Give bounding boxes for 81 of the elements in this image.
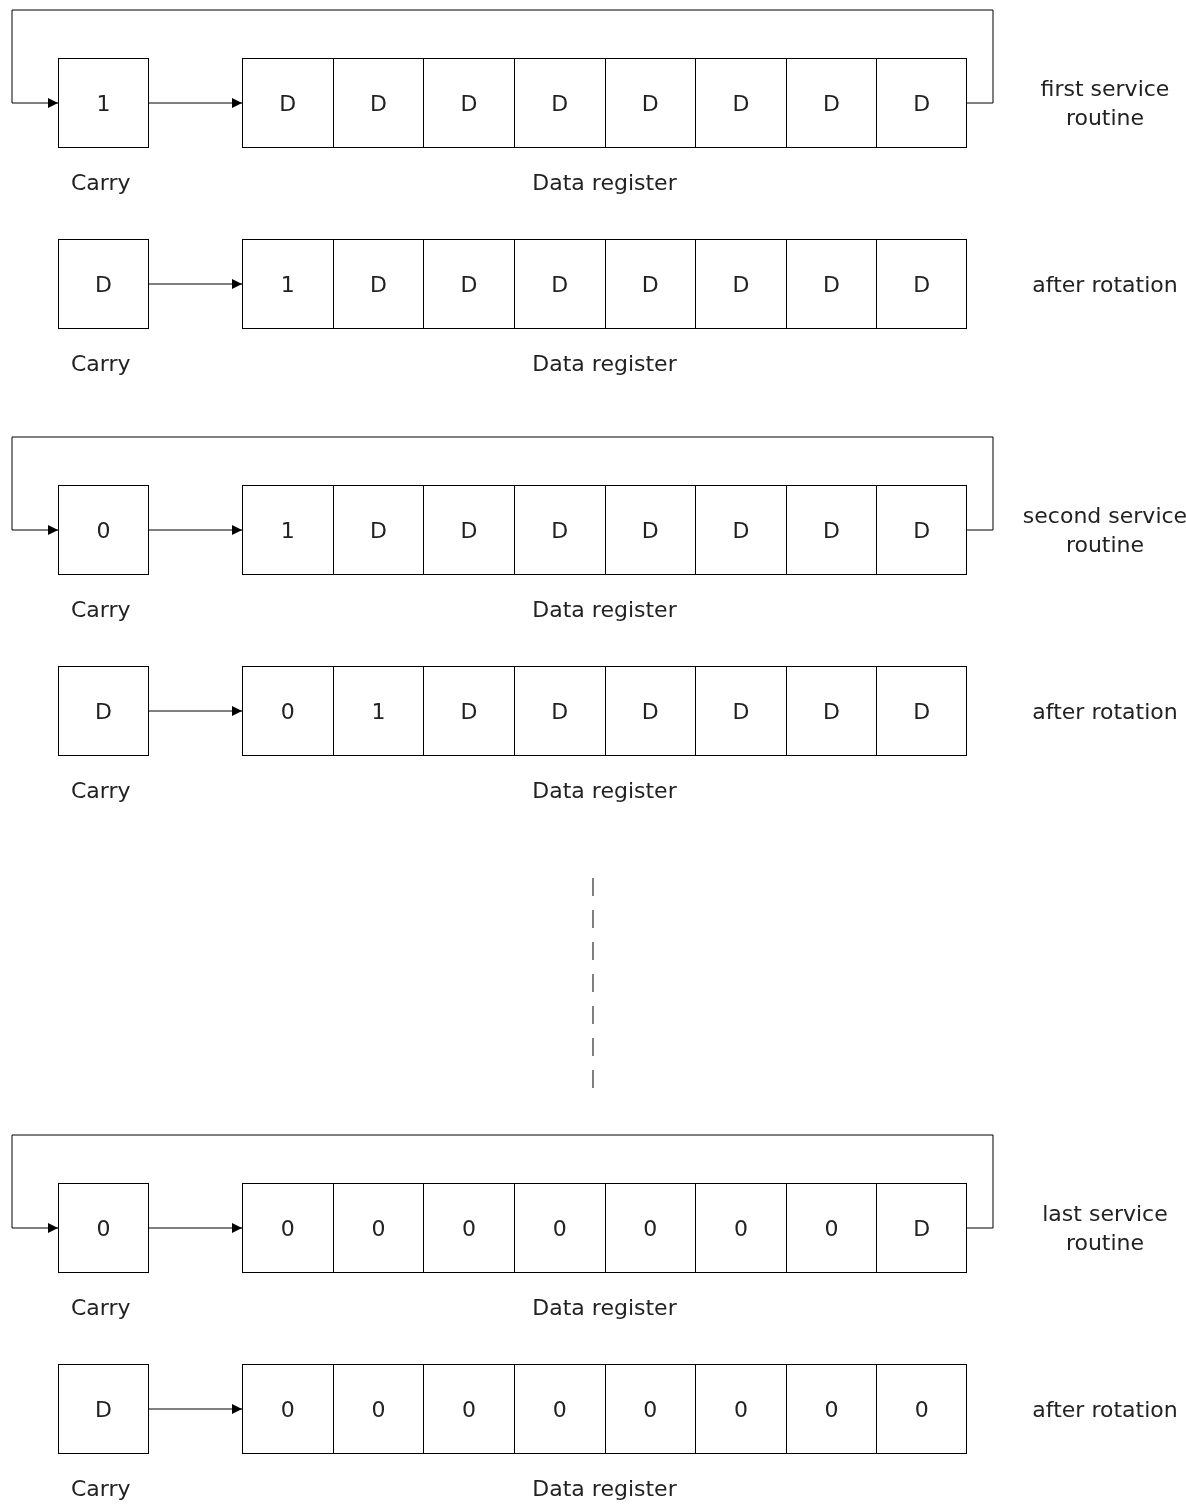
register-caption: Data register xyxy=(532,1295,677,1320)
register-caption: Data register xyxy=(532,778,677,803)
bit-cell: D xyxy=(695,485,787,575)
arrow xyxy=(11,436,994,535)
state-label: second service routine xyxy=(1021,502,1186,559)
bit-cell: D xyxy=(695,239,787,329)
register-caption: Carry xyxy=(71,1476,131,1501)
bit-cell: 0 xyxy=(242,1364,334,1454)
arrow xyxy=(148,1223,243,1233)
state-label: after rotation xyxy=(1031,1395,1179,1424)
carry-cell: D xyxy=(58,666,149,756)
register-caption: Carry xyxy=(71,597,131,622)
bit-cell: 0 xyxy=(604,1183,697,1273)
bit-cell: 0 xyxy=(695,1183,787,1273)
bit-cell: 1 xyxy=(332,666,425,756)
bit-cell: D xyxy=(423,58,515,148)
bit-cell: 0 xyxy=(423,1364,515,1454)
register-caption: Data register xyxy=(532,170,677,195)
bit-cell: D xyxy=(513,239,606,329)
carry-cell: D xyxy=(58,239,149,329)
carry-cell: 0 xyxy=(58,1183,149,1273)
bit-cell: 1 xyxy=(242,239,334,329)
register-caption: Data register xyxy=(532,351,677,376)
bit-cell: 1 xyxy=(242,485,334,575)
arrow xyxy=(148,525,243,535)
bit-cell: 0 xyxy=(513,1364,606,1454)
bit-cell: 0 xyxy=(332,1183,425,1273)
arrow xyxy=(148,706,243,716)
bit-cell: D xyxy=(332,485,425,575)
bit-cell: D xyxy=(332,239,425,329)
bit-cell: D xyxy=(423,239,515,329)
bit-cell: 0 xyxy=(785,1183,878,1273)
bit-cell: D xyxy=(876,1183,967,1273)
bit-cell: D xyxy=(513,58,606,148)
register-caption: Carry xyxy=(71,1295,131,1320)
bit-cell: 0 xyxy=(242,1183,334,1273)
bit-cell: D xyxy=(604,485,697,575)
arrow xyxy=(148,1404,243,1414)
bit-cell: D xyxy=(604,666,697,756)
bit-cell: D xyxy=(876,239,967,329)
bit-cell: D xyxy=(242,58,334,148)
arrow xyxy=(11,1134,994,1233)
bit-cell: D xyxy=(695,58,787,148)
bit-cell: D xyxy=(332,58,425,148)
bit-cell: D xyxy=(785,666,878,756)
bit-cell: D xyxy=(785,239,878,329)
register-caption: Carry xyxy=(71,170,131,195)
bit-cell: D xyxy=(785,58,878,148)
bit-cell: D xyxy=(513,666,606,756)
register-caption: Carry xyxy=(71,778,131,803)
state-label: first service routine xyxy=(1039,75,1171,132)
bit-cell: 0 xyxy=(242,666,334,756)
bit-cell: 0 xyxy=(785,1364,878,1454)
register-caption: Data register xyxy=(532,1476,677,1501)
carry-cell: D xyxy=(58,1364,149,1454)
state-label: after rotation xyxy=(1031,270,1179,299)
bit-cell: 0 xyxy=(604,1364,697,1454)
bit-cell: 0 xyxy=(513,1183,606,1273)
carry-cell: 0 xyxy=(58,485,149,575)
bit-cell: D xyxy=(423,666,515,756)
bit-cell: 0 xyxy=(876,1364,967,1454)
carry-cell: 1 xyxy=(58,58,149,148)
state-label: last service routine xyxy=(1041,1200,1169,1257)
bit-cell: D xyxy=(513,485,606,575)
register-caption: Data register xyxy=(532,597,677,622)
arrow xyxy=(148,279,243,289)
bit-cell: D xyxy=(876,485,967,575)
bit-cell: D xyxy=(423,485,515,575)
bit-cell: 0 xyxy=(695,1364,787,1454)
bit-cell: D xyxy=(695,666,787,756)
state-label: after rotation xyxy=(1031,697,1179,726)
bit-cell: D xyxy=(785,485,878,575)
arrow xyxy=(148,98,243,108)
bit-cell: D xyxy=(604,58,697,148)
register-caption: Carry xyxy=(71,351,131,376)
bit-cell: D xyxy=(604,239,697,329)
bit-cell: D xyxy=(876,58,967,148)
bit-cell: D xyxy=(876,666,967,756)
bit-cell: 0 xyxy=(423,1183,515,1273)
bit-cell: 0 xyxy=(332,1364,425,1454)
arrow xyxy=(11,9,994,108)
